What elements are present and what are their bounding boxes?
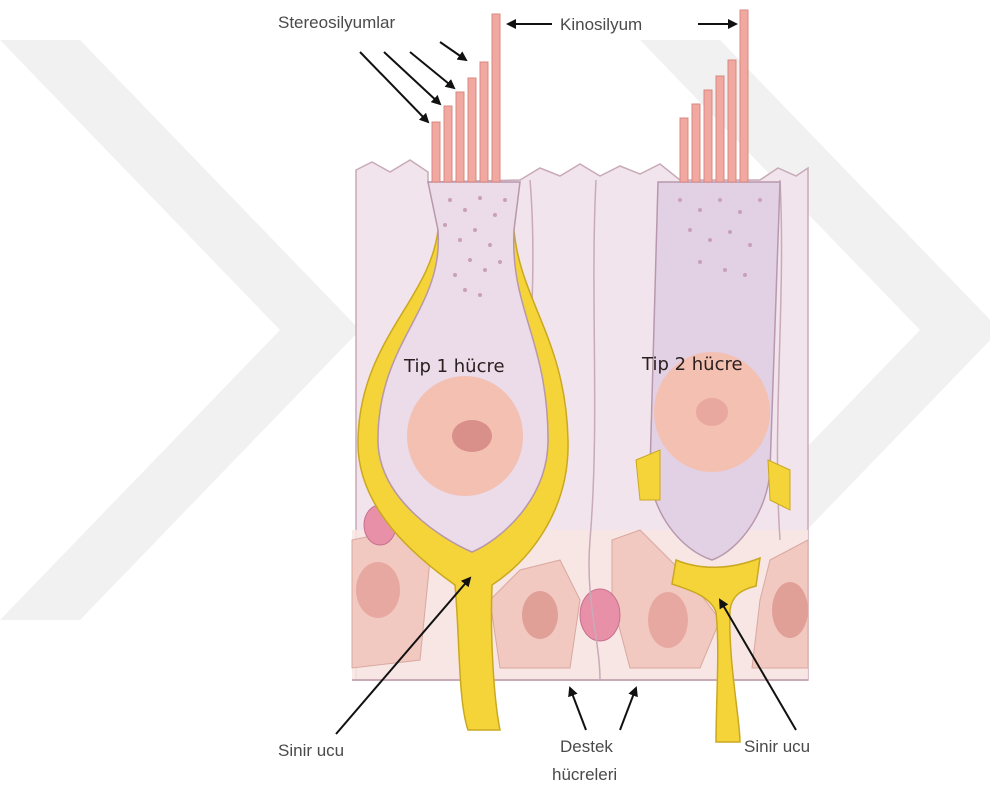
label-type2-cell: Tip 2 hücre [641,354,743,375]
support-cell-nucleus-1 [356,562,400,618]
support-cell-nucleus-2 [522,591,558,639]
arrow-support-2 [620,688,636,730]
label-type1-cell: Tip 1 hücre [403,356,505,377]
label-support-cells-line1: Destek [560,737,613,756]
arrow-support-1 [570,688,586,730]
label-stereocilia: Stereosilyumlar [278,13,395,32]
round-cell-middle [580,589,620,641]
label-nerve-ending-left: Sinir ucu [278,741,344,760]
support-cell-nucleus-3 [648,592,688,648]
type2-nucleolus [696,398,728,426]
type1-nucleolus [452,420,492,452]
label-nerve-ending-right: Sinir ucu [744,737,810,756]
label-support-cells-line2: hücreleri [552,765,617,784]
arrow-stereocilia-4 [440,42,466,60]
arrow-stereocilia-2 [384,52,440,104]
support-cell-nucleus-4 [772,582,808,638]
hair-bundle-left [432,14,500,182]
label-kinocilium: Kinosilyum [560,15,642,34]
